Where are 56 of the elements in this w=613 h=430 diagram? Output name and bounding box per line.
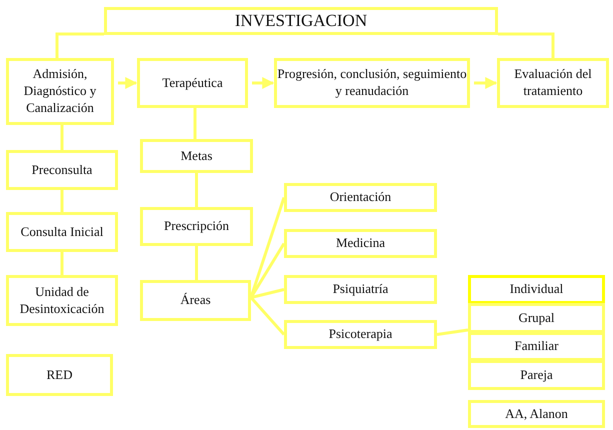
process-box [284,229,437,258]
process-box [468,400,605,428]
connector-line [195,173,198,207]
process-box [140,207,253,246]
process-box [137,58,248,108]
process-box [6,150,118,190]
node-label: Admisión, Diagnóstico y Canalización [22,66,98,117]
connector-line [436,328,468,336]
connector-line [250,288,284,299]
node-label: Psiquiatría [332,281,388,298]
process-box [468,303,605,333]
arrow [474,77,498,89]
process-box [6,354,113,396]
process-box [6,58,114,125]
process-box [468,332,605,361]
node-label: Familiar [514,338,559,355]
process-box [468,360,605,390]
node-label: Unidad de Desintoxicación [18,284,106,318]
process-box [274,58,470,108]
process-box [284,275,437,304]
node-label: Áreas [180,292,211,309]
node-label: Metas [180,148,212,164]
node-label: Consulta Inicial [20,224,104,240]
process-box [140,280,251,321]
node-label: RED [46,366,72,384]
connector-line [195,246,198,280]
process-box [497,58,609,108]
node-label: INVESTIGACION [234,10,368,32]
node-label: Individual [510,281,564,298]
node-label: Prescripción [164,218,229,235]
node-label: Progresión, conclusión, seguimiento y reanudación [277,66,467,100]
process-box [284,183,437,212]
connector-line [60,190,64,212]
node-label: Preconsulta [32,162,92,178]
connector-line [498,32,554,58]
node-label: Pareja [520,366,553,384]
connector-line [250,296,286,336]
process-box [284,320,437,349]
connector-line [56,32,104,58]
node-label: Orientación [330,189,392,206]
connector-line [194,108,196,139]
node-label: Evaluación del tratamiento [513,66,593,100]
process-box [140,139,253,173]
process-box [468,275,605,304]
process-box [6,275,118,326]
node-label: Grupal [518,310,555,326]
arrow [252,77,274,89]
arrow [118,77,138,89]
node-label: Psicoterapia [328,326,392,343]
node-label: Medicina [336,235,386,252]
connector-line [60,125,64,150]
connector-line [60,252,64,275]
process-box [6,212,118,252]
node-label: AA, Alanon [505,406,568,422]
node-label: Terapéutica [162,74,223,92]
title-box [104,7,498,35]
